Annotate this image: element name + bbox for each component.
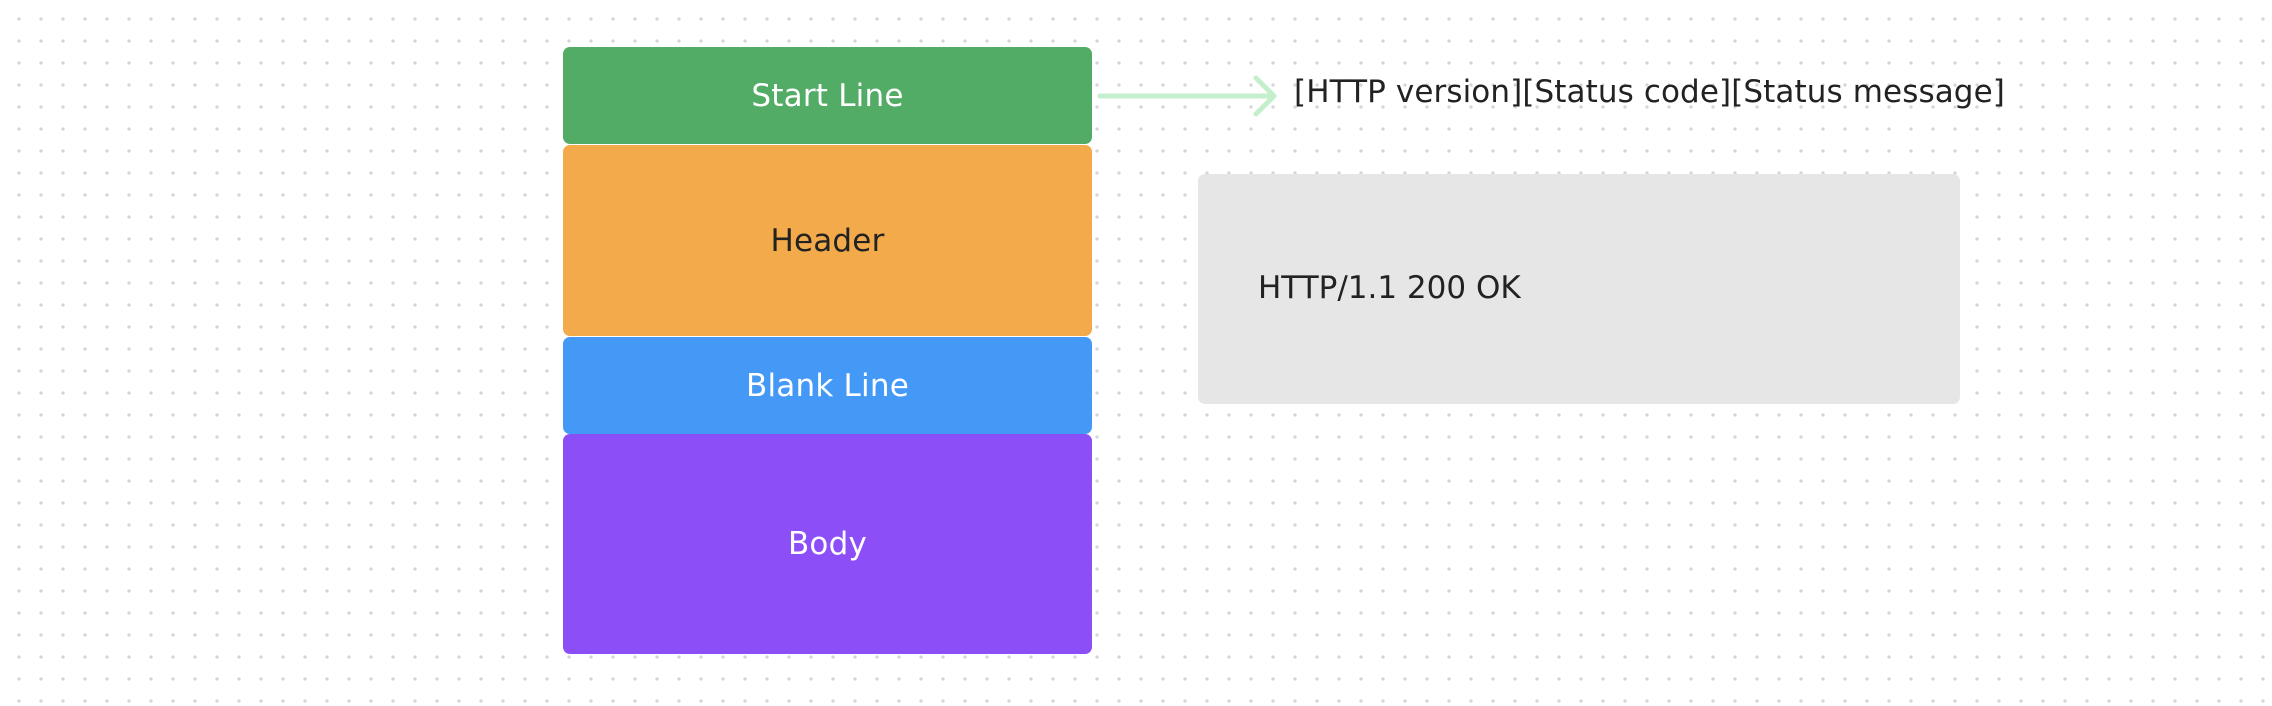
blank-line-label: Blank Line [746,367,909,404]
header-block: Header [563,145,1092,336]
body-block: Body [563,434,1092,654]
arrow-head [1253,75,1277,117]
start-line-label: Start Line [751,77,904,114]
arrow-connector [1097,75,1277,117]
status-line-format: [HTTP version][Status code][Status messa… [1294,74,2005,110]
blank-line-block: Blank Line [563,337,1092,434]
example-box: HTTP/1.1 200 OK [1198,174,1960,404]
body-label: Body [787,526,868,562]
start-line-block: Start Line [563,47,1092,144]
example-status-line: HTTP/1.1 200 OK [1258,270,1521,306]
header-label: Header [770,222,885,259]
